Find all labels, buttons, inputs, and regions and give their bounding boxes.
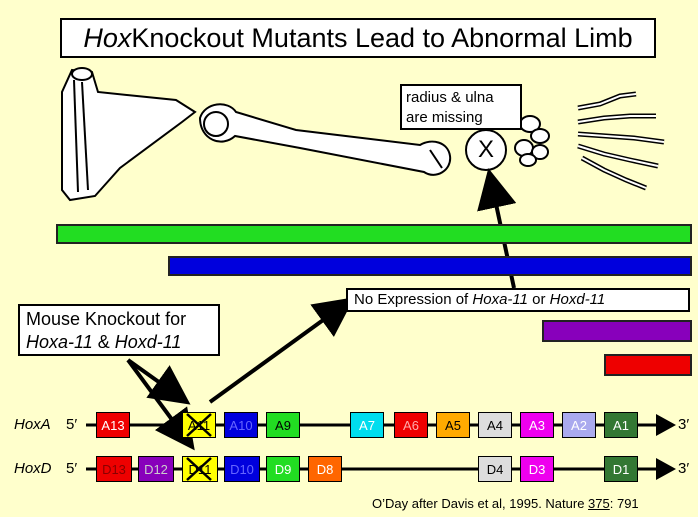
gene-a11: A11 <box>182 412 216 438</box>
gene-d13: D13 <box>96 456 132 482</box>
digit-bones <box>578 94 664 188</box>
expression-bar-purple <box>542 320 692 342</box>
hoxa-arrowhead <box>656 414 676 436</box>
arrow-to-hoxd11 <box>128 360 190 444</box>
gene-d9: D9 <box>266 456 300 482</box>
citation-text: O’Day after Davis et al, 1995. Nature <box>372 496 588 511</box>
hoxa-three-prime: 3′ <box>678 416 689 433</box>
gene-d1: D1 <box>604 456 638 482</box>
missing-x-label: X <box>474 136 498 164</box>
hoxd-five-prime: 5′ <box>66 460 77 477</box>
gene-d4: D4 <box>478 456 512 482</box>
gene-a3: A3 <box>520 412 554 438</box>
citation-pages: : 791 <box>610 496 639 511</box>
hoxd-arrowhead <box>656 458 676 480</box>
gene-d12: D12 <box>138 456 174 482</box>
gene-a1: A1 <box>604 412 638 438</box>
gene-d11: D11 <box>182 456 218 482</box>
hoxa-label: HoxA <box>14 416 51 433</box>
knockout-gene2: Hoxd-11 <box>115 332 182 352</box>
expression-bar-green <box>56 224 692 244</box>
scapula-bone <box>62 68 195 200</box>
expression-bar-red <box>604 354 692 376</box>
citation-volume: 375 <box>588 496 610 511</box>
gene-a6: A6 <box>394 412 428 438</box>
gene-a9: A9 <box>266 412 300 438</box>
gene-a7: A7 <box>350 412 384 438</box>
gene-a2: A2 <box>562 412 596 438</box>
knockout-mid: & <box>93 332 115 352</box>
callout-line-2: are missing <box>406 108 516 128</box>
knockout-line-2: Hoxa-11 & Hoxd-11 <box>26 331 212 354</box>
no-expression-gene1: Hoxa-11 <box>472 291 528 308</box>
hoxa-five-prime: 5′ <box>66 416 77 433</box>
gene-d10: D10 <box>224 456 260 482</box>
expression-bar-blue <box>168 256 692 276</box>
gene-d8: D8 <box>308 456 342 482</box>
gene-a10: A10 <box>224 412 258 438</box>
knockout-line-1: Mouse Knockout for <box>26 308 212 331</box>
citation: O’Day after Davis et al, 1995. Nature 37… <box>372 496 639 511</box>
knockout-label-box: Mouse Knockout for Hoxa-11 & Hoxd-11 <box>18 304 220 356</box>
hoxd-three-prime: 3′ <box>678 460 689 477</box>
arrow-to-hoxa11 <box>128 360 184 400</box>
gene-a5: A5 <box>436 412 470 438</box>
missing-bones-callout: radius & ulna are missing <box>400 84 522 130</box>
hoxd-label: HoxD <box>14 460 52 477</box>
knockout-gene1: Hoxa-11 <box>26 332 93 352</box>
no-expression-gene2: Hoxd-11 <box>550 291 606 308</box>
arrow-to-no-expression <box>210 302 348 402</box>
gene-a13: A13 <box>96 412 130 438</box>
no-expression-mid: or <box>528 291 550 308</box>
gene-d3: D3 <box>520 456 554 482</box>
no-expression-label: No Expression of Hoxa-11 or Hoxd-11 <box>346 288 690 312</box>
callout-line-1: radius & ulna <box>406 88 516 108</box>
gene-a4: A4 <box>478 412 512 438</box>
no-expression-prefix: No Expression of <box>354 291 472 308</box>
